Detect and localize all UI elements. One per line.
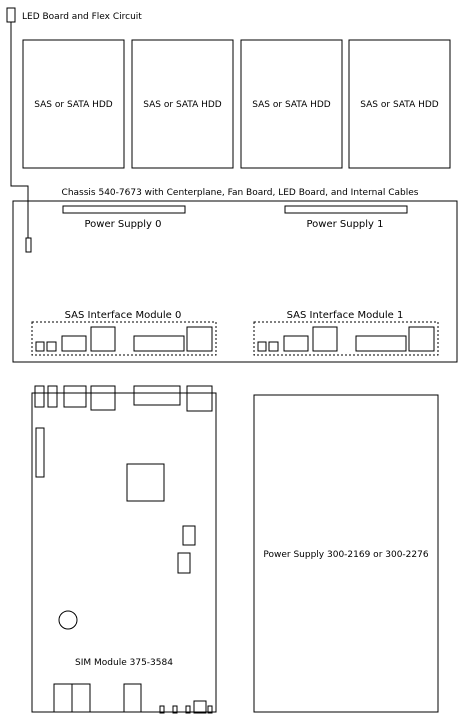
connector — [159, 705, 165, 714]
interface-module-1-ports — [257, 326, 435, 352]
interface-module-0-ports — [35, 326, 213, 352]
hdd-bays: SAS or SATA HDD SAS or SATA HDD SAS or S… — [22, 39, 451, 169]
component — [177, 552, 191, 574]
interface-module-label: SAS Interface Module 0 — [65, 310, 182, 321]
flex-connector — [25, 237, 32, 253]
battery — [58, 610, 78, 630]
interface-module-label: SAS Interface Module 1 — [287, 310, 404, 321]
hdd-bay-0[interactable] — [22, 39, 125, 169]
led-board-icon — [6, 7, 16, 23]
connector — [90, 385, 116, 411]
port — [186, 326, 213, 352]
connector — [185, 705, 191, 714]
port — [90, 326, 116, 352]
connector — [71, 683, 91, 713]
connector — [123, 683, 142, 713]
power-supply-unit-outline — [253, 394, 439, 713]
power-supply-unit-label: Power Supply 300-2169 or 300-2276 — [263, 550, 428, 560]
component — [182, 525, 196, 546]
connector — [63, 385, 87, 408]
hdd-bay-1[interactable] — [131, 39, 234, 169]
connector — [53, 683, 73, 713]
power-supply-slot-label: Power Supply 1 — [306, 219, 383, 230]
hdd-bay-label: SAS or SATA HDD — [34, 100, 113, 110]
port — [408, 326, 435, 352]
connector — [133, 385, 181, 406]
hdd-bay-3[interactable] — [348, 39, 451, 169]
connector — [172, 705, 178, 714]
led-board: LED Board and Flex Circuit — [6, 7, 142, 253]
power-supply-slot-label: Power Supply 0 — [84, 219, 161, 230]
port — [268, 341, 279, 352]
hdd-bay-label: SAS or SATA HDD — [252, 100, 331, 110]
chassis: Chassis 540-7673 with Centerplane, Fan B… — [12, 188, 458, 363]
port — [133, 335, 185, 352]
led-board-label: LED Board and Flex Circuit — [22, 12, 142, 22]
sim-module-bottom-connectors — [53, 683, 213, 714]
sim-module-connectors — [34, 385, 213, 412]
power-supply-slot-1[interactable] — [284, 205, 408, 214]
port — [257, 341, 267, 352]
edge-connector — [35, 427, 45, 478]
hdd-bay-label: SAS or SATA HDD — [360, 100, 439, 110]
sim-module[interactable]: SIM Module 375-3584 — [31, 385, 217, 714]
interface-module-slot-0[interactable] — [31, 321, 217, 356]
sim-module-label: SIM Module 375-3584 — [75, 658, 173, 668]
connector — [207, 705, 213, 714]
hdd-bay-label: SAS or SATA HDD — [143, 100, 222, 110]
chip — [126, 463, 165, 502]
connector — [34, 385, 45, 408]
flex-circuit-cable — [10, 22, 29, 238]
port — [35, 341, 45, 352]
port — [312, 326, 338, 352]
connector — [193, 700, 207, 714]
port — [46, 341, 57, 352]
port — [355, 335, 407, 352]
interface-module-slot-1[interactable] — [253, 321, 439, 356]
chassis-label: Chassis 540-7673 with Centerplane, Fan B… — [62, 188, 419, 198]
connector — [186, 385, 213, 412]
port — [61, 335, 87, 352]
port — [283, 335, 309, 352]
power-supply-unit[interactable]: Power Supply 300-2169 or 300-2276 — [253, 394, 439, 713]
connector — [47, 385, 58, 408]
chassis-outline — [12, 200, 458, 363]
power-supply-slot-0[interactable] — [62, 205, 186, 214]
hdd-bay-2[interactable] — [240, 39, 343, 169]
